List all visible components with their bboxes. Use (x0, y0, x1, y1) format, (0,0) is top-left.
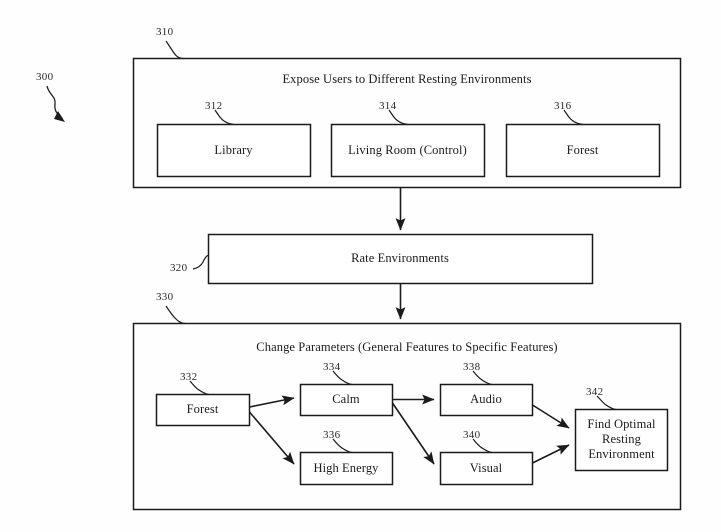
group-310-title: Expose Users to Different Resting Enviro… (282, 72, 532, 86)
arrow-332-to-334 (249, 395, 295, 408)
arrow-332-to-336 (248, 411, 295, 465)
ref-320-leader (192, 254, 209, 270)
ref-number-332: 332 (180, 371, 198, 383)
node-316-box (505, 123, 661, 178)
arrow-338-to-342 (532, 404, 570, 429)
node-336-box (299, 451, 394, 486)
ref-316-leader (563, 109, 584, 126)
node-340-box (439, 451, 534, 486)
node-334-box (299, 383, 394, 417)
ref-340-leader (472, 438, 493, 454)
ref-342-leader (596, 395, 617, 411)
ref-330-leader (165, 305, 186, 325)
figure-ref-300: 300 (36, 71, 54, 83)
node-332-box (155, 393, 251, 427)
ref-334-leader (332, 370, 353, 386)
arrow-334-to-340 (391, 402, 435, 465)
group-330-title: Change Parameters (General Features to S… (256, 340, 558, 354)
arrow-340-to-342 (532, 444, 570, 464)
ref-number-338: 338 (463, 361, 481, 373)
ref-number-336: 336 (323, 429, 341, 441)
ref-number-314: 314 (379, 100, 397, 112)
node-312-box (156, 123, 312, 178)
node-320-box (207, 233, 594, 285)
ref-312-leader (214, 109, 235, 126)
ref-number-330: 330 (156, 291, 174, 303)
ref-number-340: 340 (463, 429, 481, 441)
group-330-container (132, 322, 682, 511)
group-310-container (132, 57, 682, 189)
ref-338-leader (472, 370, 493, 386)
ref-314-leader (388, 109, 409, 126)
node-338-box (439, 383, 534, 417)
node-314-box (330, 123, 486, 178)
ref-336-leader (332, 438, 353, 454)
ref-number-320: 320 (170, 262, 188, 274)
ref-332-leader (189, 380, 210, 396)
ref-number-316: 316 (554, 100, 572, 112)
ref-number-334: 334 (323, 361, 341, 373)
node-342-box (574, 408, 669, 472)
ref-number-310: 310 (156, 26, 174, 38)
ref-310-leader (165, 40, 184, 60)
figure-ref-300-leader (46, 85, 65, 122)
ref-number-312: 312 (205, 100, 223, 112)
ref-number-342: 342 (586, 386, 604, 398)
